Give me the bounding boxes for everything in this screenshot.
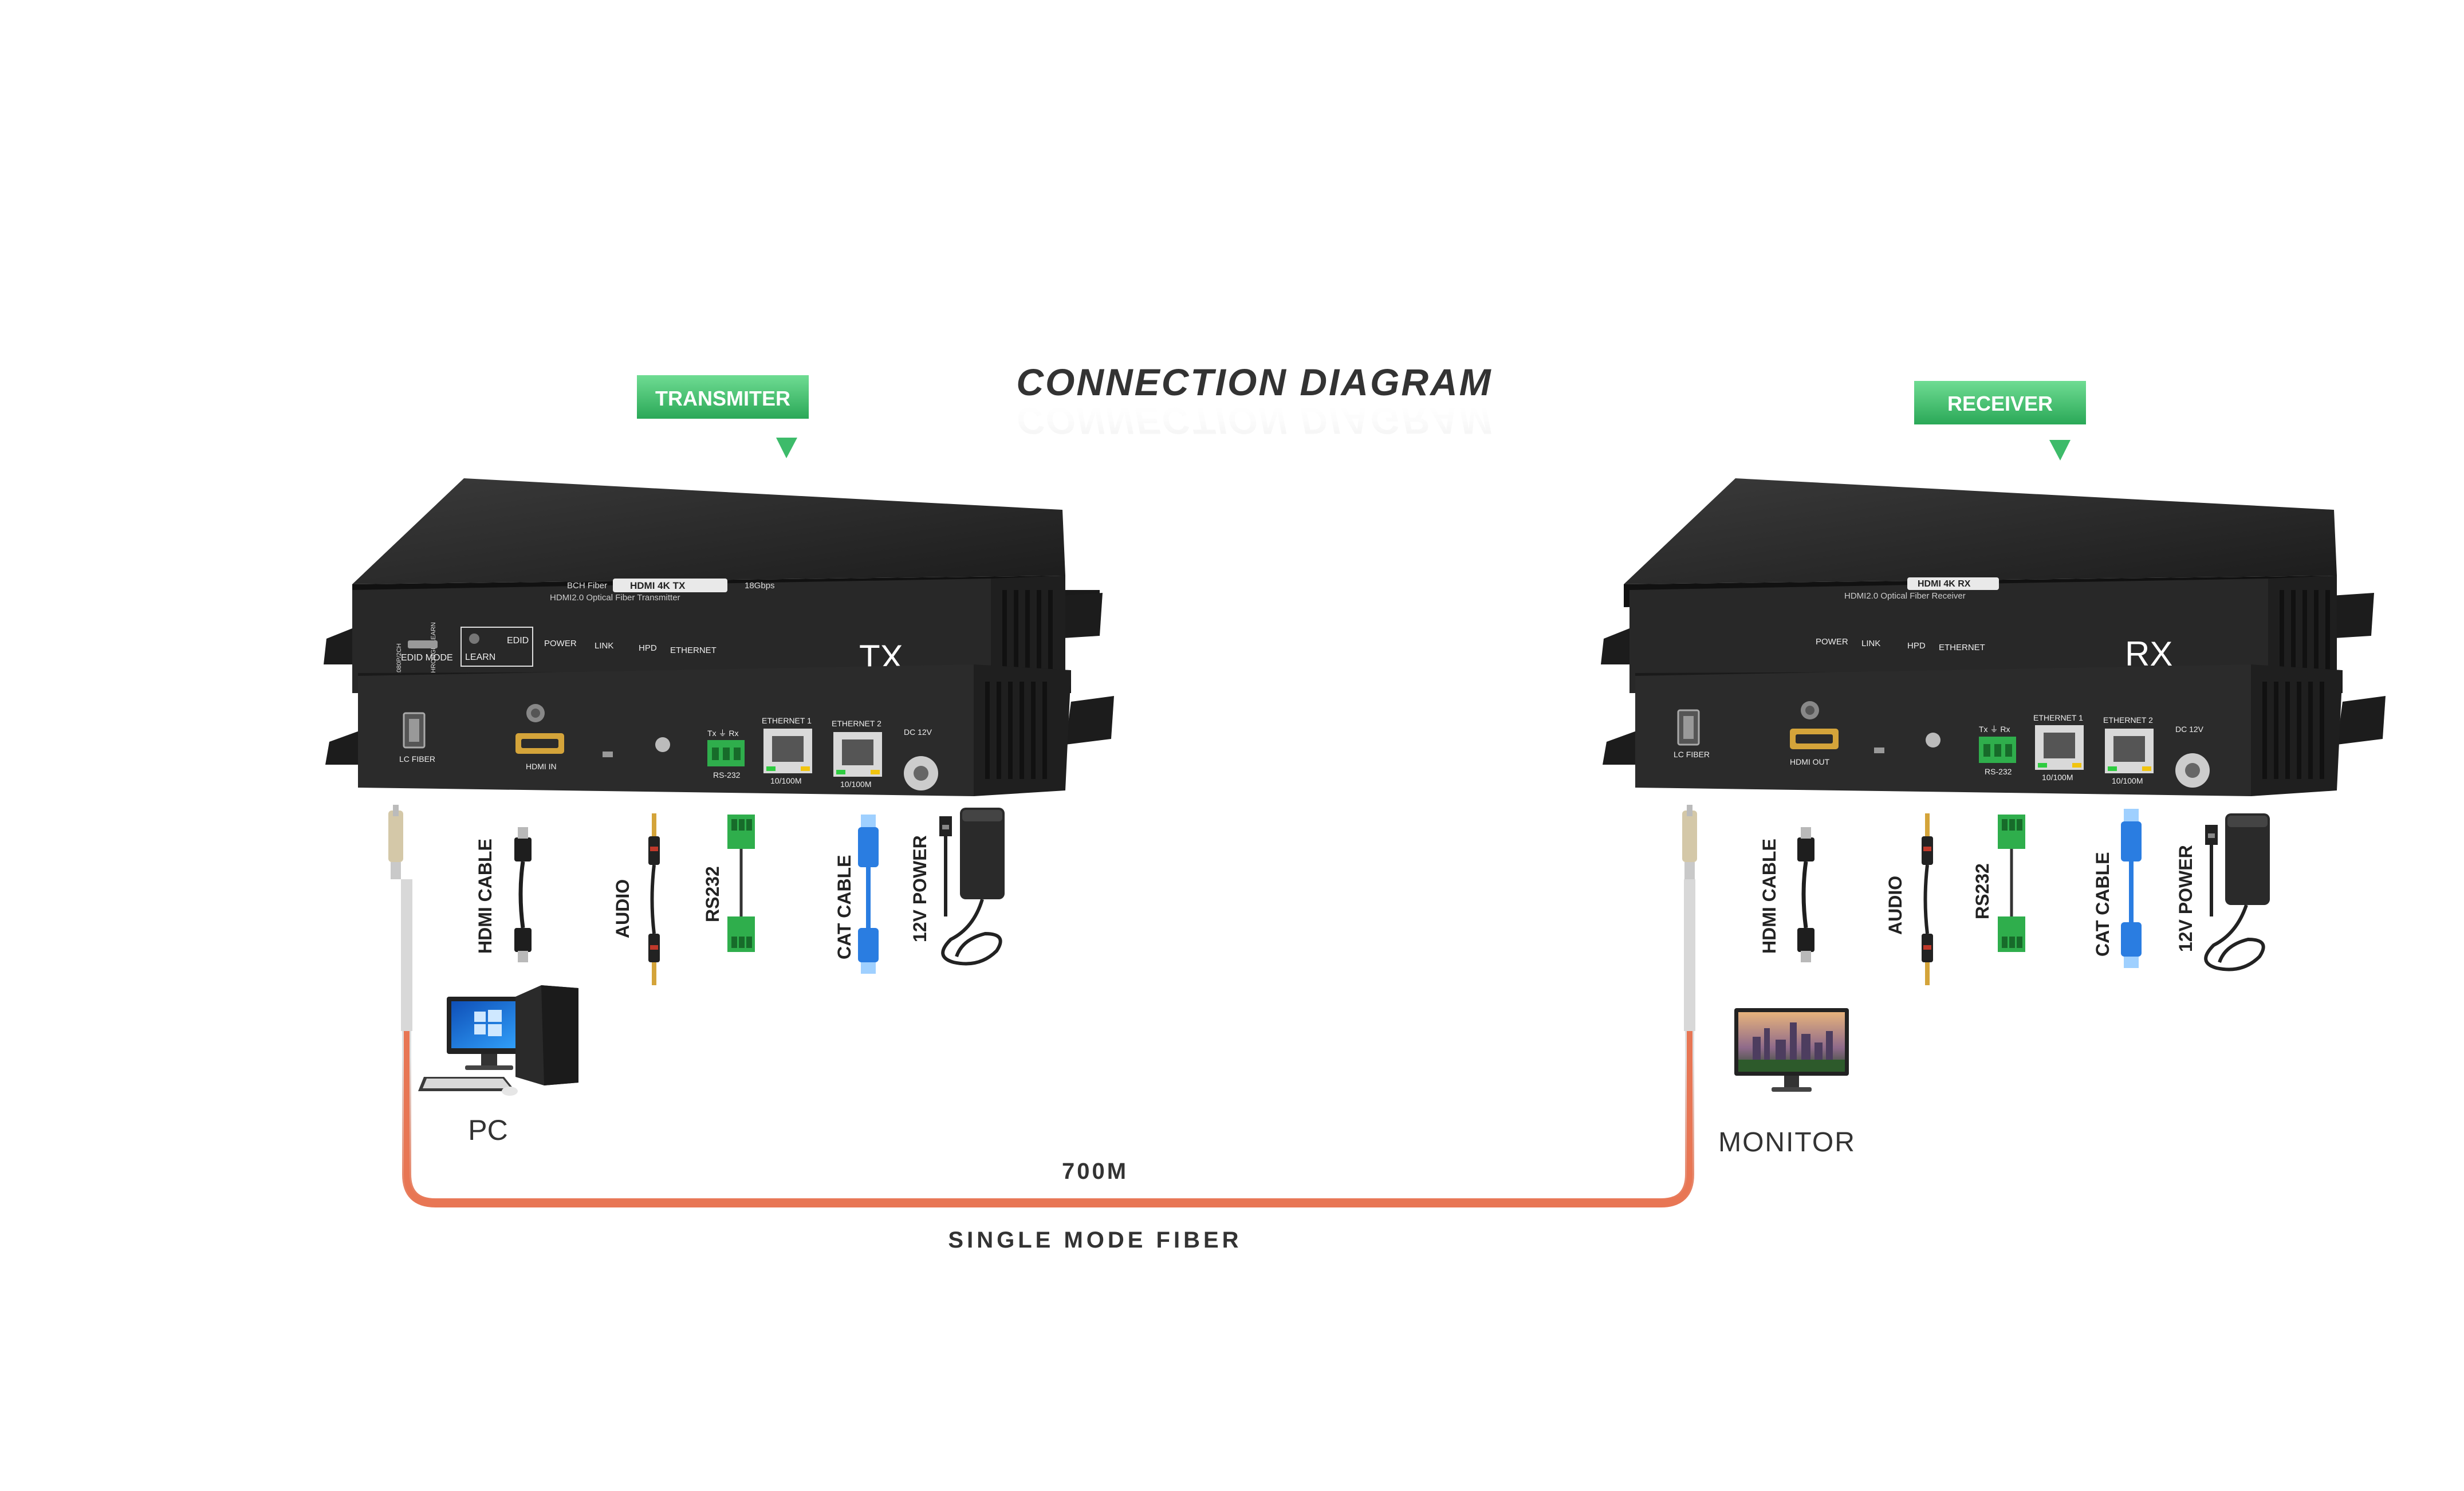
tx-eth1-label: ETHERNET 1 (762, 716, 812, 725)
rx-front-face (1629, 579, 2268, 693)
monitor-label: MONITOR (1718, 1127, 1856, 1158)
rx-lc-fiber-label: LC FIBER (1674, 750, 1710, 759)
rx-indicator-power: POWER (1816, 637, 1848, 647)
tx-edid-mode-label: EDID MODE (401, 653, 453, 663)
rx-cables: HDMI CABLE AUDIO RS232 CAT CABLE (1759, 809, 2270, 985)
rx-hdmi-cable-label: HDMI CABLE (1759, 839, 1780, 954)
tx-top-text-3: 18Gbps (745, 581, 775, 591)
tx-audio-cable-label: AUDIO (612, 879, 633, 938)
rx-cat-cable-label: CAT CABLE (2092, 852, 2113, 957)
rx-audio-jack[interactable] (1926, 733, 1941, 748)
rx-eth1-speed: 10/100M (2042, 773, 2073, 782)
transmitter-device: BCH Fiber HDMI 4K TX 18Gbps HDMI2.0 Opti… (324, 478, 1114, 796)
rx-hdmi-cable-icon (1797, 827, 1814, 962)
rx-upper-unit: HDMI 4K RX HDMI2.0 Optical Fiber Receive… (1601, 478, 2374, 693)
rx-rear-face (1635, 664, 2251, 796)
pc-label: PC (468, 1114, 507, 1146)
tx-cat-cable-icon (858, 815, 879, 974)
rx-top-text-2: HDMI2.0 Optical Fiber Receiver (1844, 591, 1966, 601)
tx-top-text-2: HDMI 4K TX (630, 580, 686, 591)
receiver-device: HDMI 4K RX HDMI2.0 Optical Fiber Receive… (1601, 478, 2386, 796)
rx-rs232-label: RS-232 (1985, 767, 2012, 776)
rx-indicator-ethernet: ETHERNET (1939, 643, 1985, 652)
transmitter-tag: TRANSMITER (637, 375, 809, 458)
tx-rear-face (358, 664, 974, 796)
rx-power-cable-label: 12V POWER (2175, 845, 2196, 952)
receiver-tag: RECEIVER (1914, 381, 2086, 461)
tx-rs232-terminal-icon (727, 815, 755, 952)
tx-power-cable-label: 12V POWER (910, 835, 930, 942)
rx-indicator-hpd: HPD (1907, 641, 1926, 651)
tx-upper-unit: BCH Fiber HDMI 4K TX 18Gbps HDMI2.0 Opti… (324, 478, 1103, 693)
fiber-cable (402, 879, 1694, 1207)
rx-eth2-label: ETHERNET 2 (2103, 715, 2153, 725)
tx-indicator-ethernet: ETHERNET (670, 646, 717, 655)
tx-hdmi-label: HDMI IN (526, 762, 557, 771)
tx-lc-fiber-label: LC FIBER (399, 754, 435, 764)
rx-dc-label: DC 12V (2175, 725, 2204, 734)
rx-rs232-terminal-icon (1998, 815, 2025, 952)
rx-mini-usb-port[interactable] (1874, 748, 1884, 753)
monitor-icon (1734, 1008, 1849, 1092)
tx-lower-unit: LC FIBER HDMI IN Tx ⏚ Rx RS-232 ETHERNET… (325, 664, 1114, 796)
tx-audio-jack[interactable] (655, 737, 670, 752)
tx-power-adapter-icon (939, 808, 1005, 966)
diagram-title: CONNECTION DIAGRAM (1016, 361, 1492, 403)
tx-edid-mode-switch[interactable] (408, 640, 438, 648)
rx-rs232-pins-label: Tx ⏚ Rx (1979, 725, 2010, 734)
receiver-tag-label: RECEIVER (1947, 392, 2053, 415)
tx-indicator-link: LINK (595, 641, 613, 651)
transmitter-tag-label: TRANSMITER (655, 387, 790, 410)
tx-rs232-cable-label: RS232 (702, 866, 723, 922)
tx-learn-button[interactable] (469, 634, 479, 644)
tx-lc-fiber-connector-icon (388, 805, 403, 879)
tx-hdmi-cable-icon (514, 827, 532, 962)
tx-edid-label: EDID (507, 636, 529, 646)
link-distance: 700M (1062, 1159, 1128, 1184)
tx-eth1-speed: 10/100M (770, 776, 801, 785)
rx-audio-cable-label: AUDIO (1885, 876, 1906, 935)
rx-indicator-link: LINK (1861, 639, 1880, 648)
transmitter-pointer-icon (776, 438, 797, 458)
tx-cat-cable-label: CAT CABLE (834, 855, 855, 960)
tx-front-face (352, 579, 991, 693)
tx-cables: HDMI CABLE AUDIO RS232 C (475, 808, 1005, 985)
rx-rs232-cable-label: RS232 (1972, 863, 1993, 919)
rx-power-adapter-icon (2204, 813, 2270, 971)
tx-audio-cable-icon (648, 813, 660, 985)
diagram-title-reflection: CONNECTION DIAGRAM (1016, 400, 1492, 442)
tx-learn-label: LEARN (465, 652, 495, 662)
fiber-link: 700M SINGLE MODE FIBER (388, 805, 1697, 1253)
tx-rs232-label: RS-232 (713, 770, 741, 780)
tx-eth2-label: ETHERNET 2 (832, 719, 881, 728)
tx-edid-box (460, 627, 533, 667)
tx-hdmi-cable-label: HDMI CABLE (475, 839, 495, 954)
tx-dc-label: DC 12V (904, 727, 932, 737)
rx-eth2-speed: 10/100M (2112, 776, 2143, 785)
rx-lc-fiber-connector-icon (1682, 805, 1697, 879)
tx-eth2-speed: 10/100M (840, 780, 871, 789)
tx-indicator-hpd: HPD (639, 643, 657, 653)
rx-cat-cable-icon (2121, 809, 2142, 968)
rx-audio-cable-icon (1922, 813, 1933, 985)
tx-rs232-pins-label: Tx ⏚ Rx (707, 729, 738, 738)
tx-mini-usb-port[interactable] (603, 752, 613, 757)
rx-top-text-1: HDMI 4K RX (1918, 579, 1971, 589)
tx-indicator-power: POWER (544, 639, 577, 648)
tx-mode-small-1: 1080P/2CH (396, 643, 403, 676)
pc-icon (418, 985, 578, 1096)
link-medium: SINGLE MODE FIBER (948, 1228, 1242, 1253)
tx-top-text-1: BCH Fiber (567, 581, 607, 591)
receiver-pointer-icon (2049, 440, 2071, 461)
rx-lower-unit: LC FIBER HDMI OUT Tx ⏚ Rx RS-232 ETHERNE… (1603, 664, 2386, 796)
tx-top-text-4: HDMI2.0 Optical Fiber Transmitter (550, 593, 680, 603)
rx-eth1-label: ETHERNET 1 (2033, 713, 2083, 722)
rx-hdmi-label: HDMI OUT (1790, 757, 1830, 766)
